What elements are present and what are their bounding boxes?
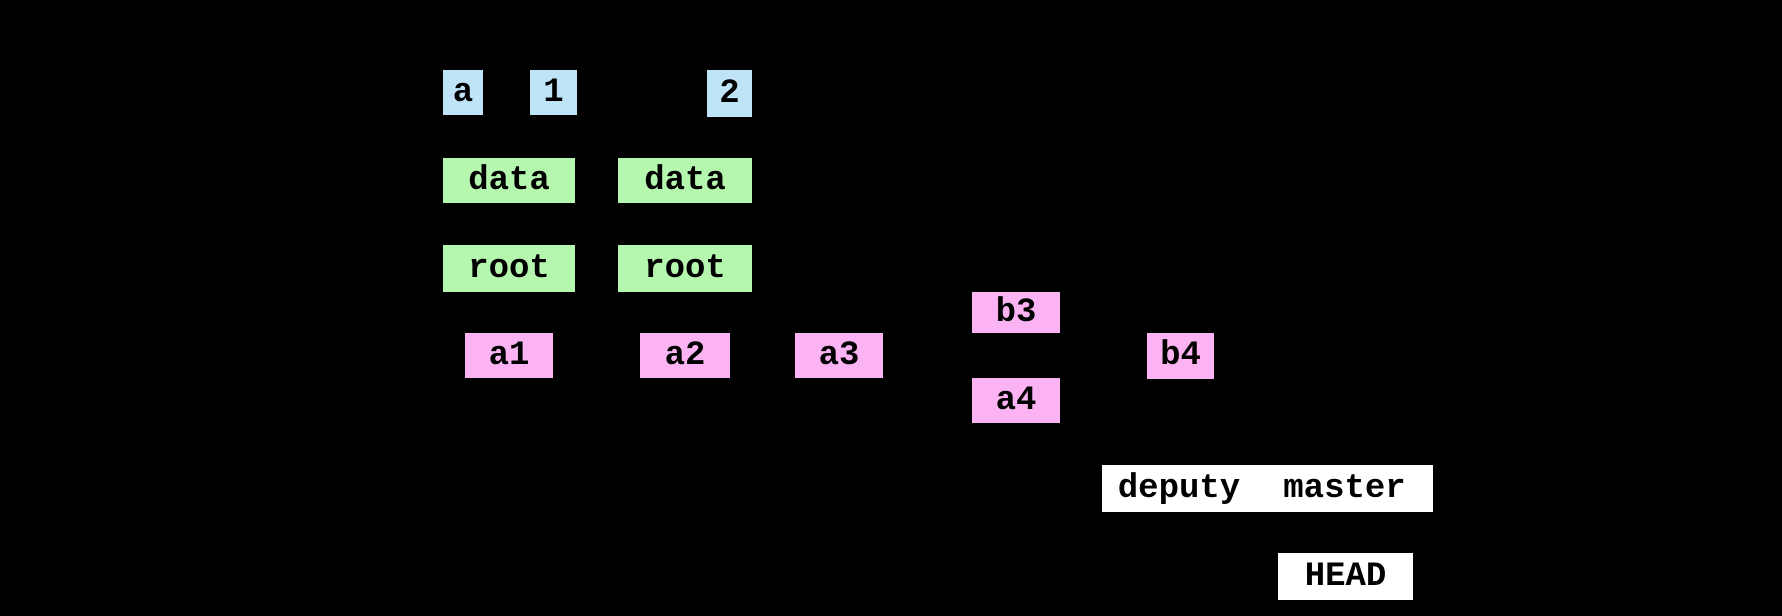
commit-box-a1: a1 [465,333,553,378]
tree-box-root-1: root [443,245,575,292]
blob-box-a: a [443,70,483,115]
ref-box-master: master [1256,465,1433,512]
tree-box-data-2: data [618,158,752,203]
blob-box-1: 1 [530,70,577,115]
ref-box-head: HEAD [1278,553,1413,600]
commit-box-a4: a4 [972,378,1060,423]
commit-box-a2: a2 [640,333,730,378]
commit-box-b4: b4 [1147,333,1214,379]
ref-box-deputy: deputy [1102,465,1256,512]
commit-box-b3: b3 [972,292,1060,333]
tree-box-root-2: root [618,245,752,292]
tree-box-data-1: data [443,158,575,203]
blob-box-2: 2 [707,70,752,117]
commit-box-a3: a3 [795,333,883,378]
